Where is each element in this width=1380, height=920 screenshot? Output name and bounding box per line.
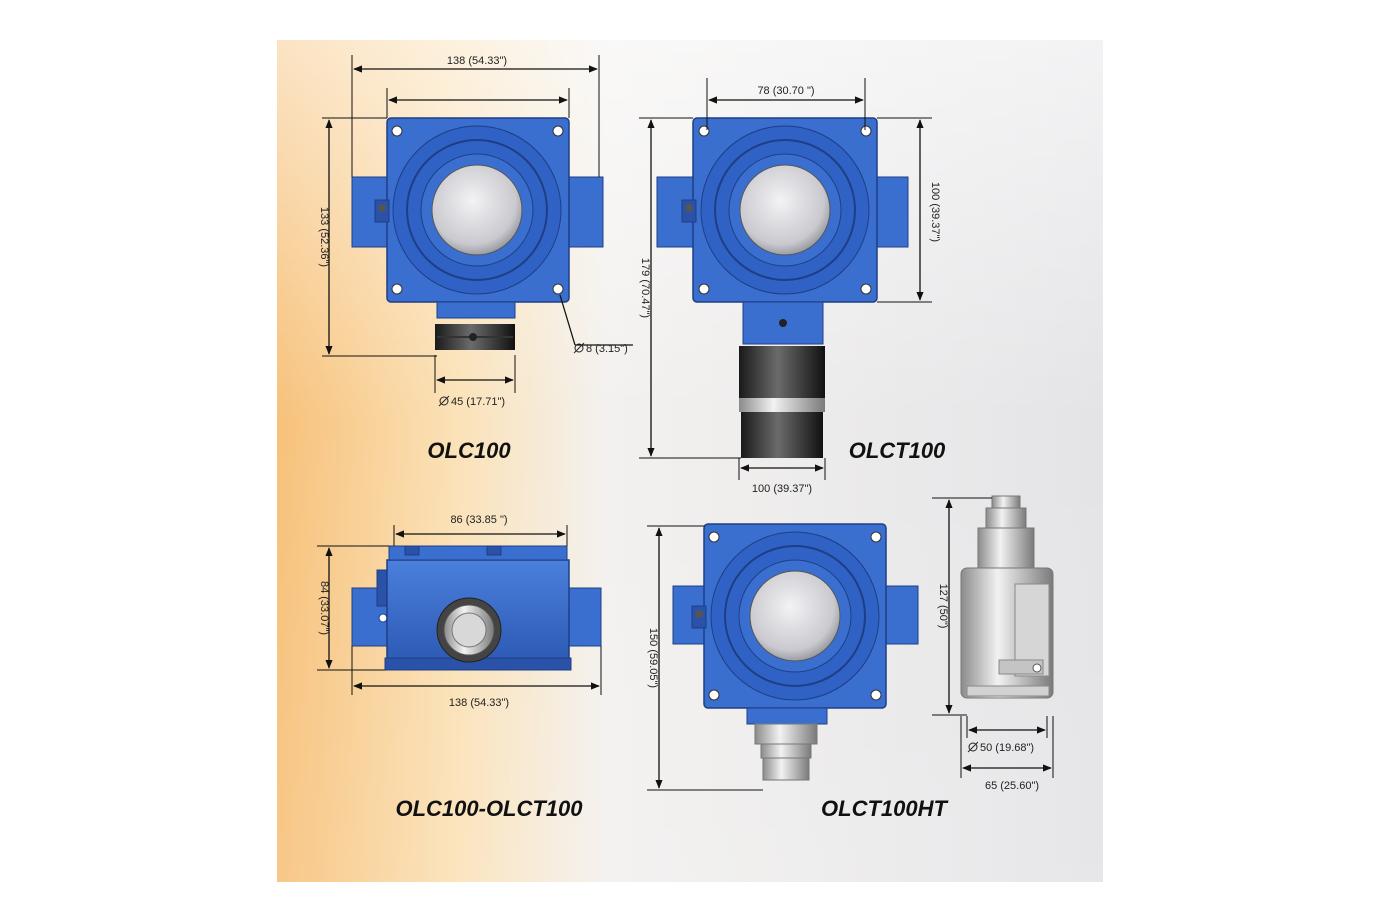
side-width-label: 138 (54.33") bbox=[449, 697, 509, 709]
side-view-drawing bbox=[351, 545, 602, 671]
olct100ht-depth-label: 65 (25.60") bbox=[985, 780, 1039, 792]
olct100-title: OLCT100 bbox=[849, 438, 946, 463]
olct100-top-label: 78 (30.70 ") bbox=[757, 85, 814, 97]
olc100-drawing bbox=[351, 117, 604, 350]
olc100-title: OLC100 bbox=[427, 438, 511, 463]
side-height-label: 84 (33.07") bbox=[318, 581, 330, 635]
olc100-hole-label: 8 (3.15") bbox=[586, 343, 628, 355]
diameter-symbol-icon bbox=[438, 395, 450, 407]
olct100ht-title: OLCT100HT bbox=[821, 796, 948, 821]
olct100-drawing bbox=[656, 117, 909, 458]
diameter-symbol-icon bbox=[967, 741, 979, 753]
olc100-width-label: 138 (54.33") bbox=[447, 55, 507, 67]
olct100-height-label: 179 (70.47") bbox=[639, 258, 651, 318]
olct100-dimensions: 78 (30.70 ") 179 (70.47") 100 (39.37") 1… bbox=[639, 78, 946, 495]
olc100-outlet-label: 45 (17.71") bbox=[451, 396, 505, 408]
olct100-bottom-label: 100 (39.37") bbox=[752, 483, 812, 495]
dimension-drawing: 138 (54.33") 133 (52.36") 8 (3.15") 45 (… bbox=[277, 40, 1103, 882]
drawing-panel: 138 (54.33") 133 (52.36") 8 (3.15") 45 (… bbox=[277, 40, 1103, 882]
diameter-symbol-icon bbox=[573, 342, 585, 354]
side-top-label: 86 (33.85 ") bbox=[450, 514, 507, 526]
olct100ht-side-height-label: 127 (50") bbox=[937, 584, 949, 629]
olct100ht-diameter-label: 50 (19.68") bbox=[980, 742, 1034, 754]
side-view-dimensions: 86 (33.85 ") 84 (33.07") 138 (54.33") OL… bbox=[317, 514, 602, 821]
olct100-right-label: 100 (39.37") bbox=[929, 182, 941, 242]
olct100ht-drawing bbox=[672, 495, 1054, 781]
olct100ht-height-label: 150 (59.05") bbox=[647, 628, 659, 688]
olc100-height-label: 133 (52.36") bbox=[318, 207, 330, 267]
olc100-dimensions: 138 (54.33") 133 (52.36") 8 (3.15") 45 (… bbox=[318, 55, 633, 463]
olct100ht-dimensions: 150 (59.05") 127 (50") 50 (19.68") 65 (2… bbox=[647, 497, 1054, 821]
side-view-title: OLC100-OLCT100 bbox=[395, 796, 583, 821]
